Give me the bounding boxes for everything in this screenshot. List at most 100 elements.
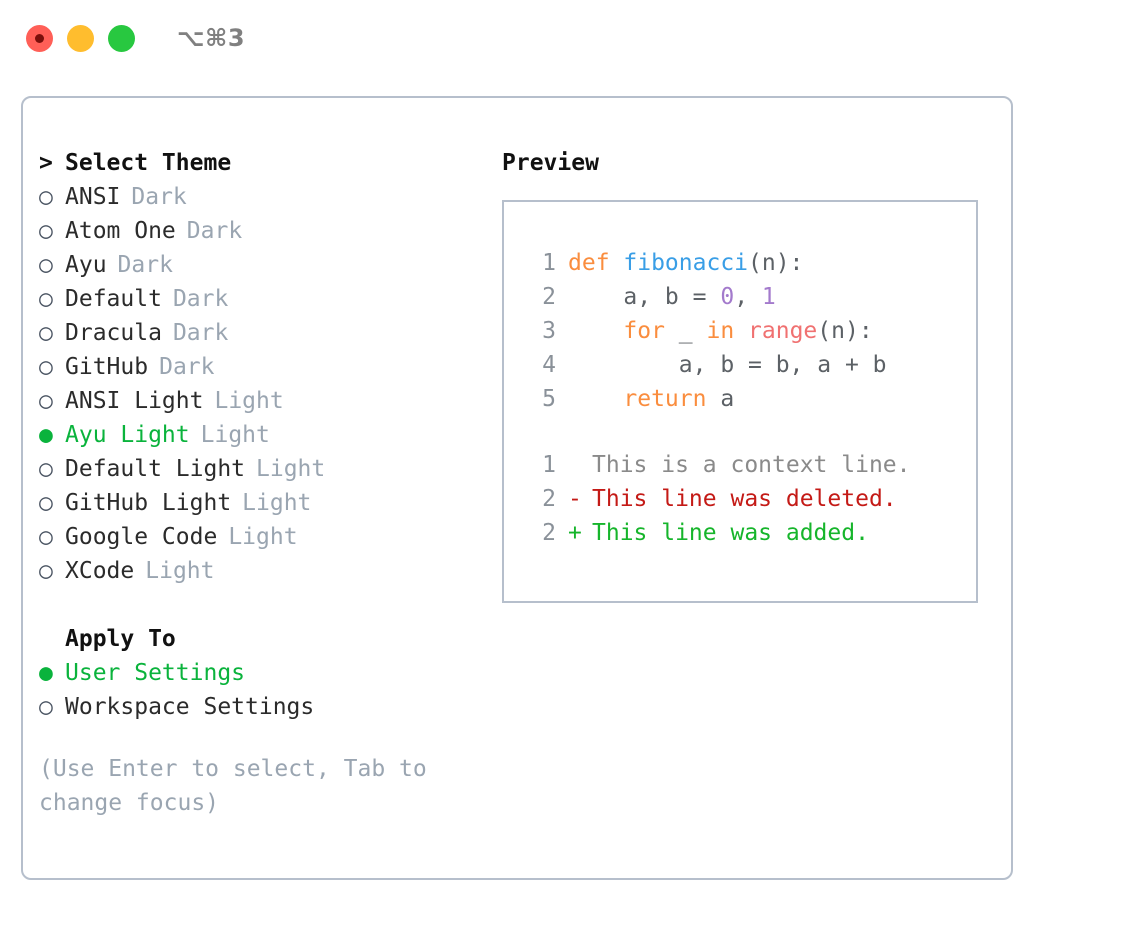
theme-option-tag: Light (256, 456, 326, 482)
theme-option-ansi-light[interactable]: ○ ANSI Light Light (39, 384, 469, 418)
theme-option-ayu[interactable]: ○ Ayu Dark (39, 248, 469, 282)
diff-line-add: 2+This line was added. (522, 516, 976, 550)
radio-unselected-icon: ○ (39, 490, 53, 516)
code-token-plain: a, b = (568, 284, 721, 310)
code-token-kw: in (706, 318, 735, 344)
traffic-light-group (26, 24, 135, 52)
code-token-num: 0 (720, 284, 735, 310)
select-theme-heading-label: Select Theme (65, 150, 232, 176)
theme-option-tag: Light (145, 558, 215, 584)
radio-unselected-icon: ○ (39, 218, 53, 244)
title-bar: ⌥⌘3 (0, 0, 1140, 76)
radio-unselected-icon: ○ (39, 320, 53, 346)
theme-option-label: Google Code (65, 524, 218, 550)
diff-marker: - (568, 486, 582, 512)
code-line: 2 a, b = 0, 1 (522, 280, 976, 314)
minimize-button[interactable] (67, 24, 94, 52)
theme-option-google-code[interactable]: ○ Google Code Light (39, 520, 469, 554)
radio-unselected-icon: ○ (39, 354, 53, 380)
diff-line-ctx: 1 This is a context line. (522, 448, 976, 482)
theme-option-tag: Light (228, 524, 298, 550)
theme-option-label: Default (65, 286, 162, 312)
theme-option-default-light[interactable]: ○ Default Light Light (39, 452, 469, 486)
close-button[interactable] (26, 24, 53, 52)
code-line: 1 def fibonacci(n): (522, 246, 976, 280)
diff-line-number: 1 (542, 452, 556, 478)
code-token-kw: def (568, 250, 624, 276)
diff-marker (568, 448, 592, 482)
apply-to-list: ●User Settings○Workspace Settings (39, 656, 469, 724)
theme-option-dracula[interactable]: ○ Dracula Dark (39, 316, 469, 350)
theme-option-tag: Dark (117, 252, 173, 278)
theme-option-tag: Dark (172, 286, 229, 312)
theme-option-tag: Light (200, 422, 270, 448)
theme-option-tag: Dark (172, 320, 229, 346)
code-token-plain: _ (664, 318, 707, 344)
radio-unselected-icon: ○ (39, 388, 53, 414)
radio-unselected-icon: ○ (39, 558, 53, 584)
window-title: ⌥⌘3 (177, 24, 246, 52)
radio-unselected-icon: ○ (39, 694, 53, 720)
apply-to-option-user-settings[interactable]: ●User Settings (39, 656, 469, 690)
select-theme-heading: > Select Theme (39, 146, 469, 180)
radio-unselected-icon: ○ (39, 252, 53, 278)
diff-line-text: This line was deleted. (592, 486, 897, 512)
cursor-caret-icon: > (39, 150, 53, 176)
code-line-number: 2 (542, 284, 556, 310)
apply-to-heading: Apply To (39, 622, 469, 656)
code-line-number: 4 (542, 352, 556, 378)
code-line-number: 5 (542, 386, 556, 412)
theme-option-label: ANSI Light (65, 388, 204, 414)
code-line-text: a, b = 0, 1 (568, 280, 775, 314)
code-line: 5 return a (522, 382, 976, 416)
theme-option-label: Ayu Light (65, 422, 190, 448)
code-token-plain: , (734, 284, 762, 310)
code-line-text: for _ in range(n): (568, 314, 873, 348)
theme-option-tag: Dark (131, 184, 187, 210)
code-token-plain: (n): (817, 318, 873, 344)
code-token-kw: for (623, 318, 665, 344)
maximize-button[interactable] (108, 24, 135, 52)
code-line-text: return a (568, 382, 734, 416)
theme-option-label: GitHub (65, 354, 149, 380)
theme-option-tag: Dark (186, 218, 243, 244)
code-token-plain: a, b = b, a + b (568, 352, 887, 378)
radio-unselected-icon: ○ (39, 456, 53, 482)
code-line: 4 a, b = b, a + b (522, 348, 976, 382)
recording-dot-icon (35, 33, 44, 43)
apply-to-heading-label: Apply To (65, 626, 176, 652)
code-token-plain: (n): (748, 250, 804, 276)
radio-unselected-icon: ○ (39, 184, 53, 210)
theme-option-tag: Light (214, 388, 284, 414)
code-line-text: def fibonacci(n): (568, 246, 803, 280)
theme-option-label: Ayu (65, 252, 107, 278)
theme-option-label: Dracula (65, 320, 162, 346)
code-token-fn: fibonacci (623, 250, 749, 276)
diff-sample: 1 This is a context line.2-This line was… (522, 448, 976, 550)
diff-line-number: 2 (542, 486, 556, 512)
help-text: (Use Enter to select, Tab to change focu… (39, 756, 441, 816)
code-token-plain: a (706, 386, 735, 412)
radio-unselected-icon: ○ (39, 524, 53, 550)
apply-to-option-label: User Settings (65, 660, 246, 686)
code-line-number: 3 (542, 318, 556, 344)
theme-option-label: Default Light (65, 456, 246, 482)
apply-to-option-workspace-settings[interactable]: ○Workspace Settings (39, 690, 469, 724)
code-token-call: range (748, 318, 818, 344)
code-token-plain (568, 386, 623, 412)
diff-line-text: This line was added. (592, 520, 869, 546)
theme-option-tag: Light (242, 490, 312, 516)
diff-line-del: 2-This line was deleted. (522, 482, 976, 516)
code-line-number: 1 (542, 250, 556, 276)
